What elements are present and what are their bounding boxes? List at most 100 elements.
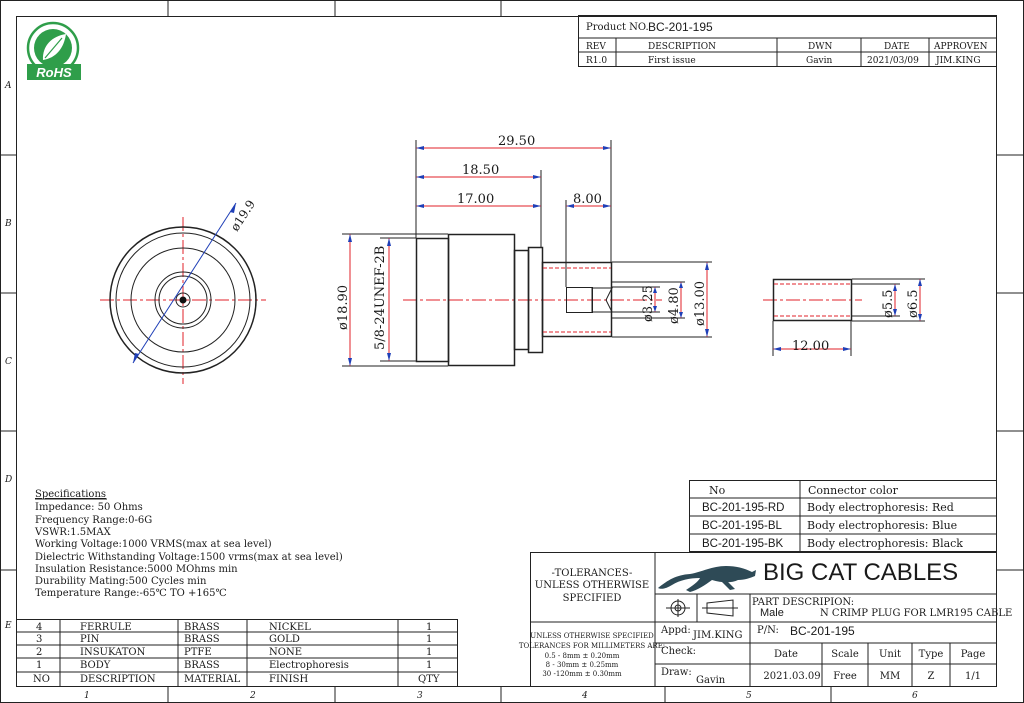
color-row-no: BC-201-195-RD [702,502,784,514]
col-mark-4: 4 [581,691,588,701]
tol-detail-line: 30 -120mm ± 0.30mm [542,670,622,678]
col-mark-5: 5 [746,691,752,701]
tol-title-line: UNLESS OTHERWISE [535,580,649,591]
tb-val-unit: MM [880,671,900,682]
bom-cell: 1 [426,634,432,645]
bom-header: FINISH [269,674,308,685]
pn-label: P/N: [757,625,779,636]
bom-cell: NICKEL [269,622,311,633]
tol-title-line: -TOLERANCES- [552,568,633,579]
tb-val-scale: Free [833,671,857,682]
bom-cell: FERRULE [80,622,132,633]
dim-dia-3-25: ø3.25 [641,285,656,322]
row-mark-e: E [4,621,12,631]
dim-overall-len: 29.50 [498,134,535,149]
part-desc-label: PART DESCRIPION: [752,597,854,608]
tb-col-page: Page [961,649,986,660]
bom-cell: 1 [426,660,432,671]
ferrule-view [763,278,925,356]
rev-col-date: DATE [884,42,910,52]
company-name: BIG CAT CABLES [763,559,958,586]
dim-dia-18-9: ø18.90 [336,285,351,330]
bom-cell: GOLD [269,634,300,645]
rev-col-approven: APPROVEN [933,42,988,52]
tol-detail-line: 8 - 30mm ± 0.25mm [546,661,619,669]
spec-line: Impedance: 50 Ohms [35,502,143,513]
bom-cell: Electrophoresis [269,660,349,671]
tb-val-date: 2021.03.09 [763,671,820,682]
dim-thread: 5/8-24UNEF-2B [373,246,388,350]
part-gender: Male [760,607,784,619]
projection-symbol-icon [666,599,738,617]
spec-line: Working Voltage:1000 VRMS(max at sea lev… [35,539,272,550]
dim-ferrule-len: 12.00 [792,339,829,354]
dim-lines-horizontal [415,140,612,287]
revision-table [578,15,997,67]
rohs-logo: RoHS [26,21,81,80]
bom-header: DESCRIPTION [80,674,156,685]
bom-header: QTY [418,674,440,685]
bom-header: MATERIAL [184,674,241,685]
side-view [403,233,662,367]
row-mark-a: A [4,81,12,91]
dim-front-dia: ø19.9 [228,198,258,234]
spec-line: Insulation Resistance:5000 MOhms min [35,564,238,575]
rev-val-approven: JIM.KING [935,56,981,66]
rev-val-rev: R1.0 [586,56,607,66]
rev-col-rev: REV [586,42,606,52]
bom-cell: BRASS [184,660,220,671]
title-block-grid [530,552,997,687]
pn-value: BC-201-195 [790,624,855,638]
spec-line: Durability Mating:500 Cycles min [35,576,207,587]
tb-val-page: 1/1 [965,671,981,682]
dim-dia-4-80: ø4.80 [667,287,682,324]
col-mark-1: 1 [84,691,90,701]
row-mark-b: B [4,219,12,229]
bom-cell: BRASS [184,634,220,645]
color-table [689,480,997,552]
spec-line: Dielectric Withstanding Voltage:1500 vrm… [35,552,343,563]
spec-line: Temperature Range:-65℃ TO +165℃ [35,588,227,599]
bom-cell: PIN [80,634,100,645]
rev-col-description: DESCRIPTION [648,42,716,52]
rev-val-date: 2021/03/09 [867,56,919,66]
bom-cell: BODY [80,660,111,671]
bom-table [16,619,458,687]
rev-col-dwn: DWN [808,42,832,52]
bom-cell: 1 [36,660,42,671]
rohs-text: RoHS [36,65,72,80]
tol-detail-line: TOLERANCES FOR MILLIMETERS ARE: [519,642,665,650]
bom-cell: 4 [36,622,42,633]
color-row-desc: Body electrophoresis: Black [807,537,963,550]
product-no-label: Product NO. [586,22,649,33]
tb-col-unit: Unit [879,649,901,660]
specs-title: Specifications [35,489,106,500]
col-mark-2: 2 [249,691,256,701]
tb-col-type: Type [919,649,944,660]
dim-ferrule-od: ø6.5 [906,289,921,318]
tol-title-line: SPECIFIED [563,593,622,604]
bom-cell: INSUKATON [80,647,146,658]
col-mark-3: 3 [417,691,423,701]
dim-len-17: 17.00 [457,192,494,207]
row-mark-d: D [4,475,12,485]
appd-value: JIM.KING [692,630,743,641]
dim-len-18: 18.50 [462,163,499,178]
color-header-no: No [709,484,726,497]
bom-cell: 1 [426,622,432,633]
bom-cell: 1 [426,647,432,658]
spec-line: Frequency Range:0-6G [35,515,152,526]
check-label: Check: [661,646,696,657]
bom-cell: PTFE [184,647,212,658]
front-view [100,202,266,384]
product-no: BC-201-195 [648,20,713,34]
tb-col-date: Date [774,649,798,660]
tol-detail-line: 0.5 - 8mm ± 0.20mm [545,652,620,660]
bom-cell: NONE [269,647,302,658]
dim-ferrule-id: ø5.5 [881,289,896,318]
dim-len-8: 8.00 [573,192,602,207]
bom-cell: 3 [36,634,42,645]
color-header-color: Connector color [808,484,899,497]
dim-dia-13: ø13.00 [693,281,708,326]
